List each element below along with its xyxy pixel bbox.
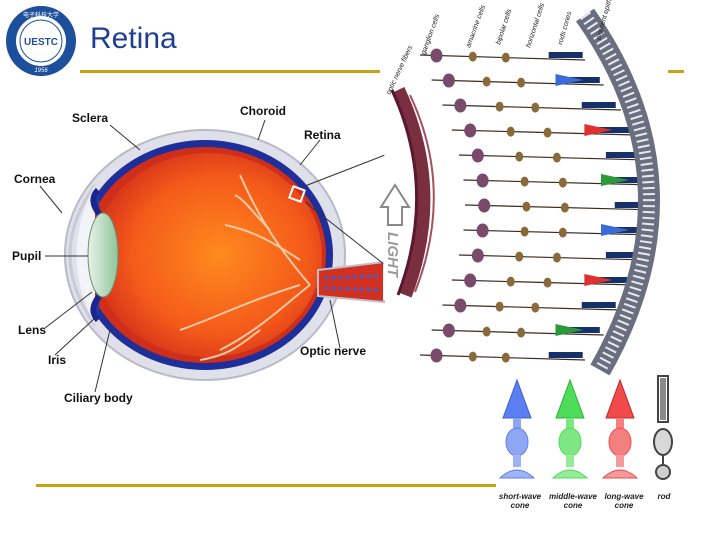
retinal-cell-body xyxy=(531,102,540,113)
long-wave-cone xyxy=(601,378,639,479)
caption-rod: rod xyxy=(658,492,672,501)
layer-label-optic-fibers: optic nerve fibers xyxy=(385,44,414,96)
rod-segment xyxy=(595,127,630,133)
retinal-cell-rows xyxy=(419,48,658,363)
light-label: LIGHT xyxy=(384,232,401,279)
retinal-cell-body xyxy=(517,327,526,338)
layer-label-bipolar: bipolar cells xyxy=(495,8,513,46)
rod-segment xyxy=(605,152,640,158)
caption-middle-wave-cone: cone xyxy=(564,501,583,510)
logo-year: 1956 xyxy=(34,68,48,74)
layer-label-horizontal: horizontal cells xyxy=(525,2,546,49)
retinal-cell-body xyxy=(552,152,561,163)
title-rule-right xyxy=(668,70,684,73)
retinal-cell-body xyxy=(476,223,489,238)
rod-segment xyxy=(612,177,647,183)
retinal-cell-body xyxy=(558,177,567,188)
label-lens: Lens xyxy=(18,323,47,337)
caption-long-wave: long-wave xyxy=(604,492,644,501)
retinal-cell-body xyxy=(471,248,484,263)
retinal-cell-body xyxy=(471,148,484,163)
retinal-cell-body xyxy=(468,351,477,362)
retinal-cell-body xyxy=(506,276,515,287)
retinal-cell-body xyxy=(522,201,531,212)
cone-segment xyxy=(601,174,630,186)
label-cornea: Cornea xyxy=(14,172,56,186)
photoreceptor-set: short-wave cone middle-wave cone long-wa… xyxy=(498,375,673,510)
logo-top-text: 电子科技大学 xyxy=(23,11,59,19)
retinal-cell-body xyxy=(430,48,443,63)
rod-segment xyxy=(548,52,583,58)
rod-segment xyxy=(581,302,616,308)
rod-segment xyxy=(612,227,647,233)
retinal-cell-body xyxy=(478,198,491,213)
rod-segment xyxy=(581,102,616,108)
bottom-rule xyxy=(36,484,496,487)
caption-short-wave-cone: cone xyxy=(511,501,530,510)
retinal-cell-body xyxy=(454,98,467,113)
retinal-cell-body xyxy=(442,323,455,338)
short-wave-cone xyxy=(498,378,536,479)
retinal-cell-body xyxy=(543,127,552,138)
retinal-cell-body xyxy=(482,326,491,337)
retinal-cell-body xyxy=(442,73,455,88)
layer-label-rods-cones: rods cones xyxy=(557,10,573,45)
retinal-cell-body xyxy=(520,226,529,237)
label-sclera: Sclera xyxy=(72,111,109,125)
caption-long-wave-cone: cone xyxy=(615,501,634,510)
cone-segment xyxy=(601,224,630,236)
label-pupil: Pupil xyxy=(12,249,42,263)
middle-wave-cone xyxy=(551,378,589,479)
retinal-cell-body xyxy=(515,251,524,262)
university-logo: UESTC 1956 电子科技大学 xyxy=(6,6,76,76)
logo-center-text: UESTC xyxy=(24,37,58,48)
retinal-cell-body xyxy=(515,151,524,162)
retinal-cell-body xyxy=(543,277,552,288)
label-choroid: Choroid xyxy=(240,104,286,118)
layer-label-amacrine: amacrine cells xyxy=(465,4,487,49)
retinal-cell-body xyxy=(531,302,540,313)
rod-segment xyxy=(614,202,649,208)
retinal-cell-body xyxy=(560,202,569,213)
retinal-cell-body xyxy=(482,76,491,87)
retinal-cell-body xyxy=(476,173,489,188)
rod-segment xyxy=(595,277,630,283)
retinal-cell-body xyxy=(517,77,526,88)
retina-cross-section: LIGHT ganglion cells amacrine cells bipo… xyxy=(379,0,660,376)
retinal-cell-body xyxy=(558,227,567,238)
rod-segment xyxy=(548,352,583,358)
retinal-cell-body xyxy=(464,273,477,288)
retinal-cell-body xyxy=(552,252,561,263)
retinal-cell-body xyxy=(430,348,443,363)
cone-segment xyxy=(584,124,613,136)
rod-segment xyxy=(605,252,640,258)
rod-cell xyxy=(653,375,673,480)
cone-segment xyxy=(584,274,613,286)
caption-middle-wave: middle-wave xyxy=(549,492,598,501)
label-leaders xyxy=(39,119,386,393)
title-rule xyxy=(80,70,380,73)
retinal-cell-body xyxy=(495,301,504,312)
eyeball xyxy=(64,129,385,381)
retinal-cell-body xyxy=(468,51,477,62)
cone-segment xyxy=(555,324,584,336)
retinal-cell-body xyxy=(495,101,504,112)
slide-title: Retina xyxy=(90,22,177,55)
retinal-cell-body xyxy=(454,298,467,313)
retinal-cell-body xyxy=(520,176,529,187)
label-ciliary-body: Ciliary body xyxy=(64,391,133,405)
label-iris: Iris xyxy=(48,353,67,367)
light-arrow xyxy=(379,183,411,226)
retinal-cell-body xyxy=(506,126,515,137)
retinal-cell-body xyxy=(501,352,510,363)
label-optic-nerve: Optic nerve xyxy=(300,344,367,358)
retinal-cell-body xyxy=(501,52,510,63)
caption-short-wave: short-wave xyxy=(499,492,542,501)
cone-segment xyxy=(555,74,584,86)
retinal-cell-body xyxy=(464,123,477,138)
label-retina: Retina xyxy=(304,128,341,142)
